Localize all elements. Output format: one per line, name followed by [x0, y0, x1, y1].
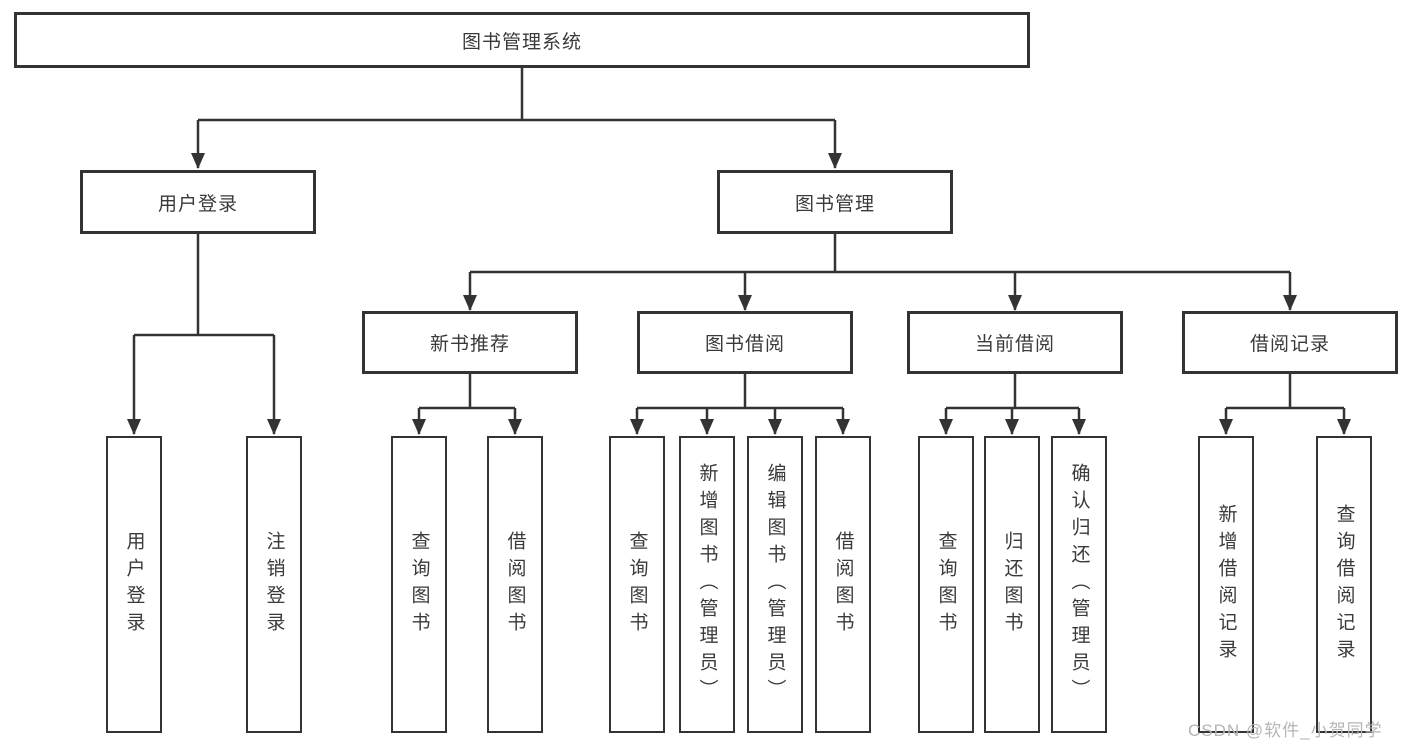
node-book-management-label: 图书管理 — [794, 193, 875, 215]
leaf-borrow-add-book-admin: 新增图书（管理员） — [679, 436, 735, 733]
node-borrow-records: 借阅记录 — [1182, 311, 1398, 374]
leaf-logout-login: 注销登录 — [246, 436, 302, 733]
leaf-user-login: 用户登录 — [106, 436, 162, 733]
connector-records-children — [1219, 374, 1351, 435]
csdn-watermark: CSDN @软件_小贺同学 — [1188, 721, 1383, 740]
leaf-current-confirm-return-admin: 确认归还（管理员） — [1051, 436, 1107, 733]
leaf-current-return-book: 归还图书 — [984, 436, 1040, 733]
leaf-current-confirm-return-admin-label: 确认归还（管理员） — [1068, 463, 1090, 706]
leaf-logout-login-label: 注销登录 — [263, 530, 285, 639]
leaf-current-query-book-label: 查询图书 — [935, 530, 957, 639]
leaf-records-query-record-label: 查询借阅记录 — [1333, 503, 1355, 666]
node-book-borrow-label: 图书借阅 — [704, 334, 785, 355]
connector-user-login-children — [127, 234, 281, 435]
leaf-borrow-edit-book-admin-label: 编辑图书（管理员） — [764, 463, 786, 706]
leaf-borrow-query-book: 查询图书 — [609, 436, 665, 733]
node-borrow-records-label: 借阅记录 — [1249, 334, 1330, 355]
node-user-login: 用户登录 — [80, 170, 316, 234]
leaf-current-query-book: 查询图书 — [918, 436, 974, 733]
leaf-recommend-query-book-label: 查询图书 — [408, 530, 430, 639]
node-root-label: 图书管理系统 — [461, 31, 582, 53]
leaf-records-add-record: 新增借阅记录 — [1198, 436, 1254, 733]
leaf-recommend-query-book: 查询图书 — [391, 436, 447, 733]
node-book-borrow: 图书借阅 — [637, 311, 853, 374]
node-current-borrow: 当前借阅 — [907, 311, 1123, 374]
connector-recommend-children — [412, 374, 522, 435]
leaf-recommend-borrow-book: 借阅图书 — [487, 436, 543, 733]
connector-current-children — [939, 374, 1086, 435]
connector-root-to-level2 — [191, 68, 842, 169]
leaf-recommend-borrow-book-label: 借阅图书 — [504, 530, 526, 639]
leaf-borrow-query-book-label: 查询图书 — [626, 530, 648, 639]
node-current-borrow-label: 当前借阅 — [974, 334, 1055, 355]
leaf-records-query-record: 查询借阅记录 — [1316, 436, 1372, 733]
leaf-borrow-edit-book-admin: 编辑图书（管理员） — [747, 436, 803, 733]
node-new-book-recommend-label: 新书推荐 — [429, 334, 510, 355]
leaf-user-login-label: 用户登录 — [123, 530, 145, 639]
connector-borrow-children — [630, 374, 850, 435]
node-book-management: 图书管理 — [717, 170, 953, 234]
leaf-records-add-record-label: 新增借阅记录 — [1215, 503, 1237, 666]
leaf-borrow-borrow-book-label: 借阅图书 — [832, 530, 854, 639]
node-root-system: 图书管理系统 — [14, 12, 1030, 68]
leaf-current-return-book-label: 归还图书 — [1001, 530, 1023, 639]
connector-book-management-children — [463, 234, 1297, 311]
node-new-book-recommend: 新书推荐 — [362, 311, 578, 374]
leaf-borrow-add-book-admin-label: 新增图书（管理员） — [696, 463, 718, 706]
leaf-borrow-borrow-book: 借阅图书 — [815, 436, 871, 733]
node-user-login-label: 用户登录 — [157, 193, 238, 215]
